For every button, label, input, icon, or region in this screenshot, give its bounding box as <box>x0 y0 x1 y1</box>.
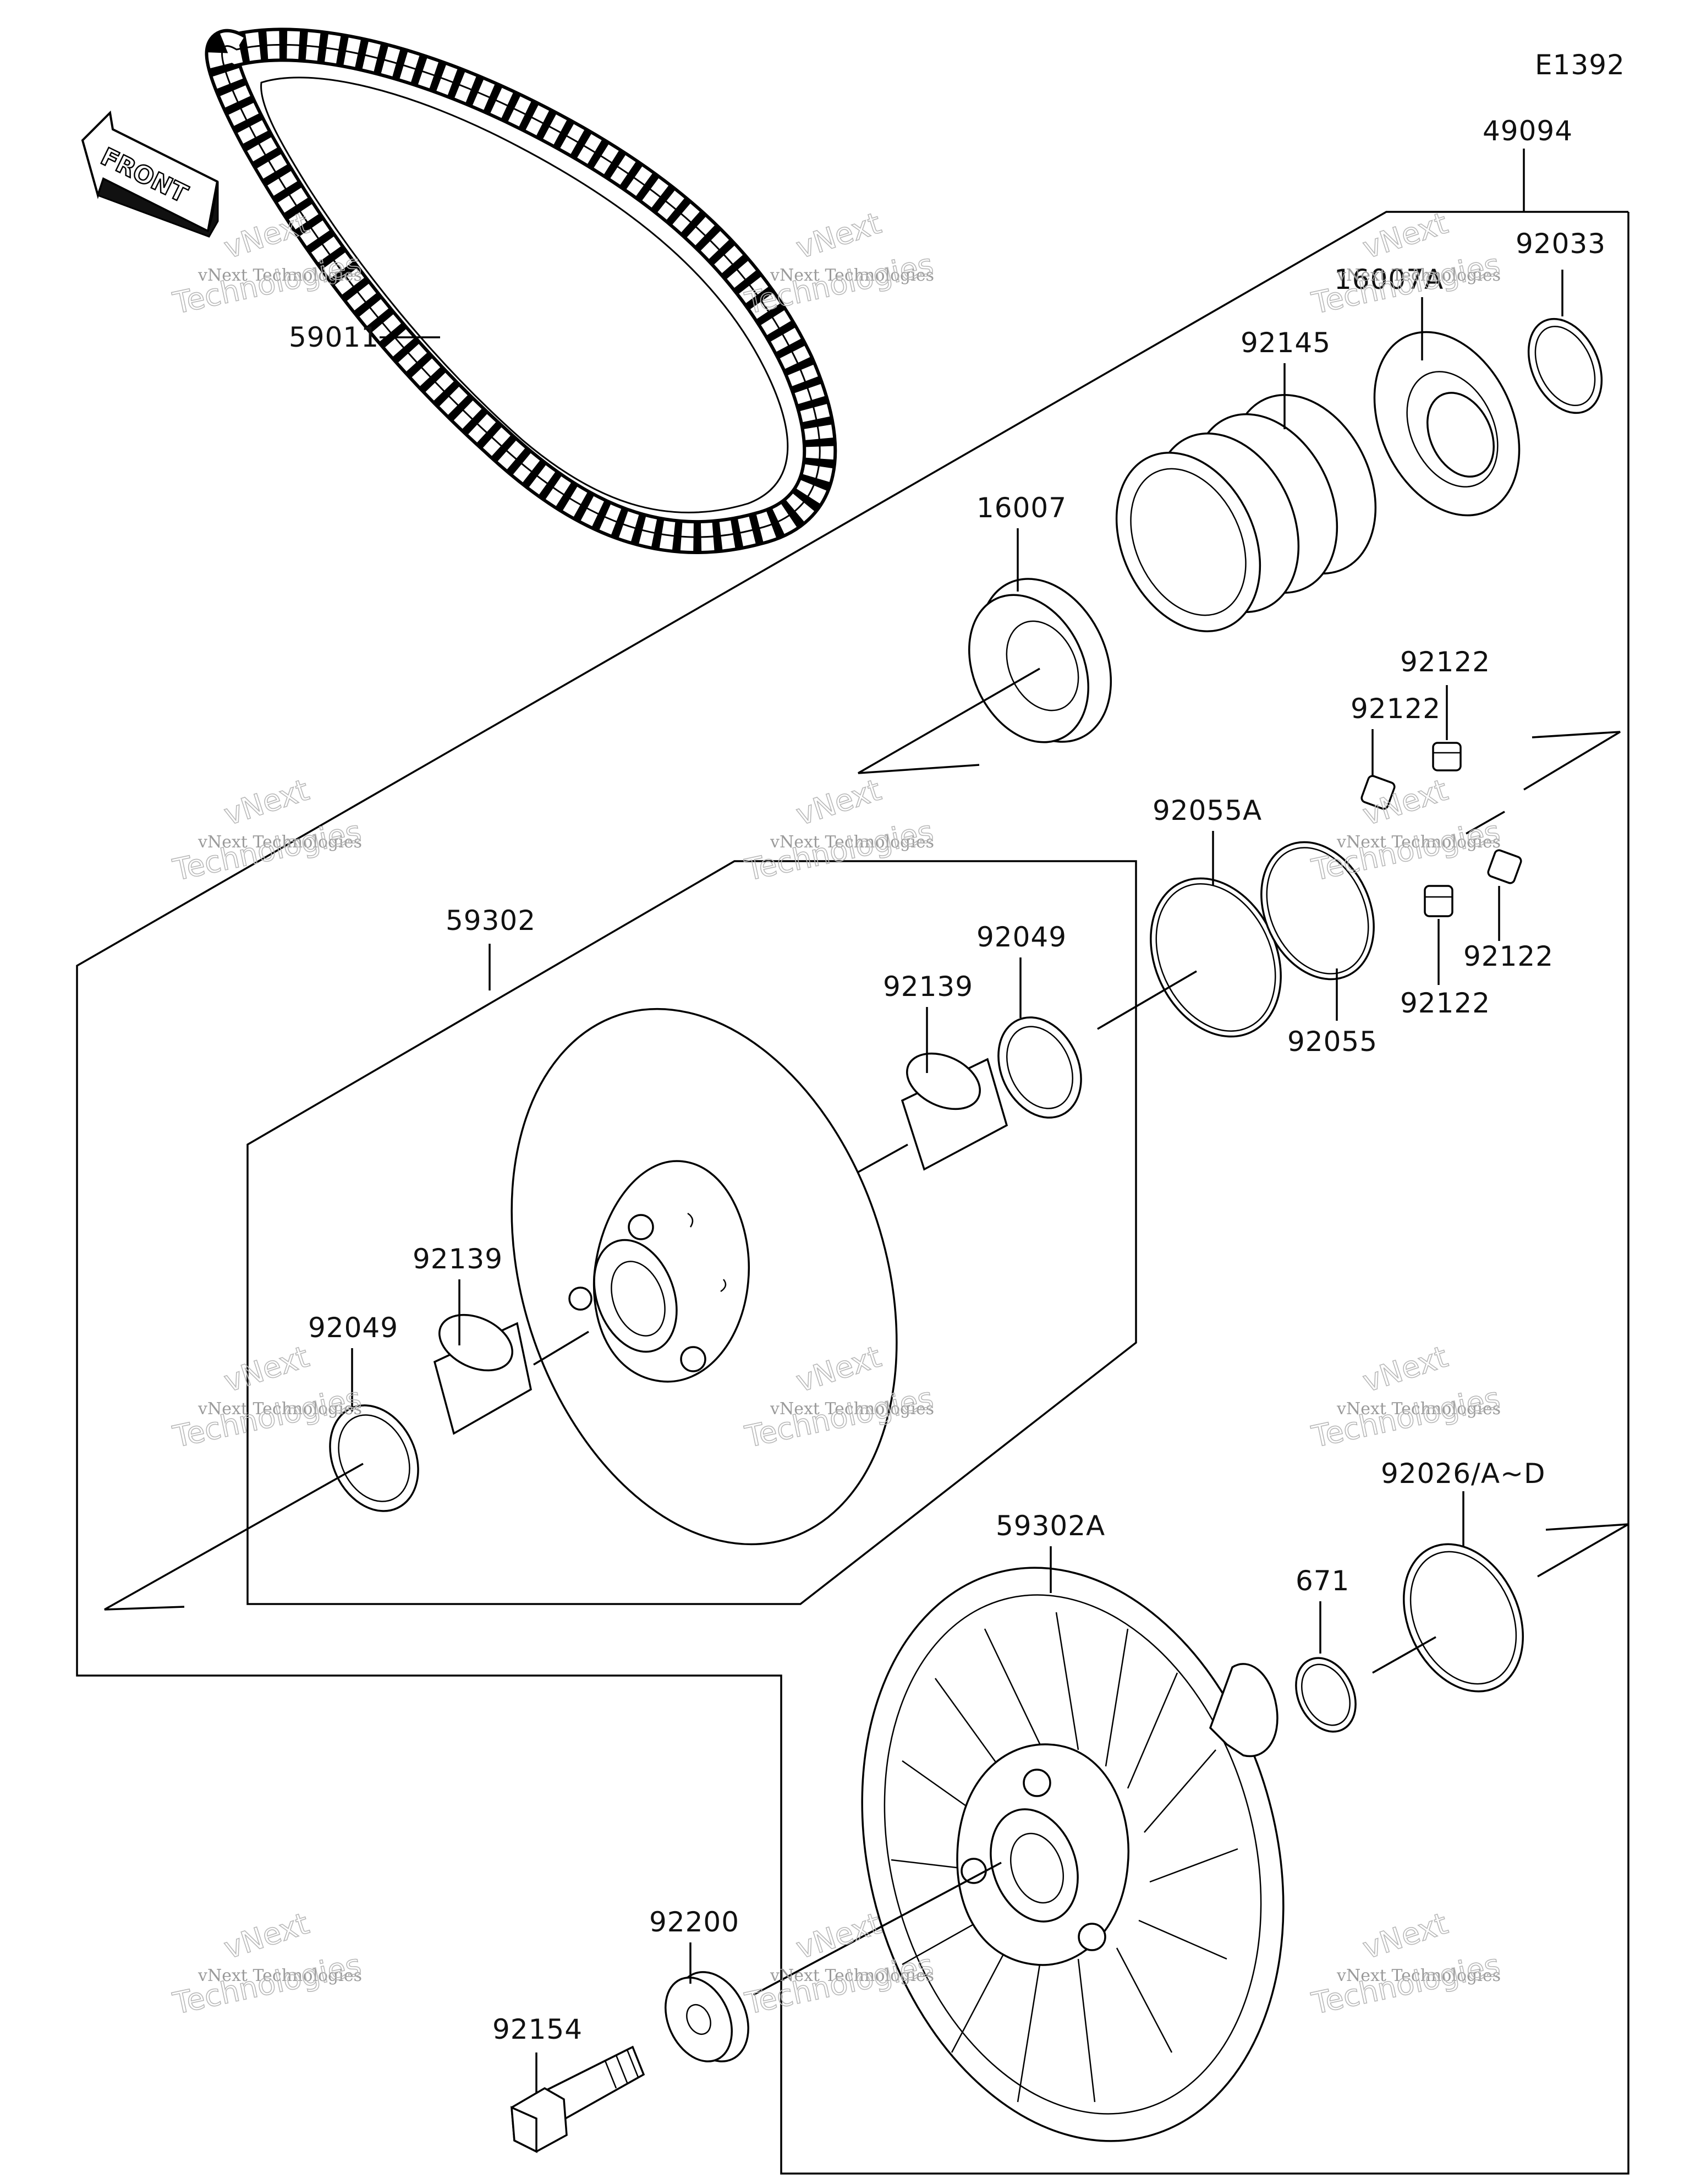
axis-line-sliders-top <box>1523 731 1621 791</box>
seal-92049-lower <box>329 1404 419 1512</box>
watermark-text: vNext Technologies <box>1336 833 1501 852</box>
watermark-company-text: Technologies <box>742 247 936 321</box>
watermark-company-text: Technologies <box>1309 247 1503 321</box>
watermark-text: vNext Technologies <box>770 266 934 285</box>
watermark-text: vNext Technologies <box>770 1399 934 1419</box>
watermark-brand-text: vNext <box>1359 1339 1452 1399</box>
label-92139-upper: 92139 <box>883 971 973 1003</box>
label-92026: 92026/A~D <box>1381 1458 1546 1490</box>
axis-line-shim <box>1537 1523 1629 1578</box>
sheave-59302a <box>861 1567 1285 2142</box>
label-92049-lower: 92049 <box>308 1312 398 1344</box>
shim-92026 <box>1403 1543 1524 1693</box>
watermark-company-text: Technologies <box>170 1947 364 2021</box>
sheave-outline-59302 <box>246 860 1137 1605</box>
sheave-59302 <box>511 1008 898 1546</box>
bolt-92154 <box>511 2045 645 2153</box>
axis-line-bushing-lower <box>533 1331 589 1366</box>
watermark-text: vNext Technologies <box>770 1966 934 1985</box>
label-671: 671 <box>1296 1565 1349 1597</box>
oring-671 <box>1295 1657 1357 1733</box>
watermark-company-text: Technologies <box>1309 814 1503 888</box>
watermark-text: vNext Technologies <box>197 833 362 852</box>
cam-16007a <box>1373 331 1521 517</box>
drive-belt <box>205 28 837 555</box>
watermark-text: vNext Technologies <box>1336 266 1501 285</box>
label-59302a: 59302A <box>996 1510 1105 1542</box>
label-92049-upper: 92049 <box>976 921 1067 953</box>
label-92200: 92200 <box>649 1906 739 1938</box>
watermark-company-text: Technologies <box>170 247 364 321</box>
axis-line-orings <box>1097 970 1197 1030</box>
label-16007: 16007 <box>976 492 1067 524</box>
watermark-brand-text: vNext <box>792 206 886 266</box>
axis-line-bushing-upper <box>858 1143 908 1173</box>
seal-92049-upper <box>997 1016 1082 1119</box>
watermark-text: vNext Technologies <box>197 1399 362 1419</box>
watermark-text: vNext Technologies <box>770 833 934 852</box>
washer-92200 <box>665 1971 749 2062</box>
bushing-92139-upper <box>901 1052 1008 1171</box>
watermark-text: vNext Technologies <box>1336 1966 1501 1985</box>
cam-16007 <box>968 578 1112 743</box>
watermark-text: vNext Technologies <box>197 266 362 285</box>
label-92122-1: 92122 <box>1400 646 1490 678</box>
watermark-company-text: Technologies <box>742 814 936 888</box>
slider-92122-2 <box>1360 775 1396 810</box>
snap-ring-92033 <box>1527 318 1603 414</box>
label-59011: 59011 <box>289 321 379 353</box>
label-16007a: 16007A <box>1334 264 1444 295</box>
watermark-brand-text: vNext <box>220 1339 314 1399</box>
watermark-brand-text: vNext <box>792 773 886 833</box>
oring-92055a <box>1150 877 1282 1038</box>
watermark-text: vNext Technologies <box>197 1966 362 1985</box>
diagram-code: E1392 <box>1535 49 1625 81</box>
label-92122-3: 92122 <box>1463 940 1554 972</box>
watermark-brand-text: vNext <box>1359 1906 1452 1966</box>
watermark-company-text: Technologies <box>170 814 364 888</box>
spring-92145 <box>1115 394 1377 632</box>
label-49094: 49094 <box>1483 115 1573 147</box>
label-92055a: 92055A <box>1153 795 1262 826</box>
axis-line-lower <box>104 1463 364 1611</box>
watermark-text: vNext Technologies <box>1336 1399 1501 1419</box>
watermark-brand-text: vNext <box>220 206 314 266</box>
axis-line-671 <box>1372 1636 1436 1674</box>
axis-line-upper <box>858 667 1040 774</box>
axis-line-washer <box>753 1862 1002 1996</box>
slider-92122-1 <box>1432 742 1462 771</box>
watermark-brand-text: vNext <box>792 1906 886 1966</box>
watermark-company-text: Technologies <box>1309 1947 1503 2021</box>
label-92139-lower: 92139 <box>413 1243 503 1275</box>
label-92033: 92033 <box>1516 228 1606 260</box>
label-92145: 92145 <box>1241 327 1331 359</box>
label-59302: 59302 <box>446 905 536 937</box>
bushing-92139-lower <box>433 1313 532 1435</box>
axis-line-sliders-mid <box>1466 811 1505 835</box>
watermark-brand-text: vNext <box>220 773 314 833</box>
label-92122-4: 92122 <box>1400 987 1490 1019</box>
oring-92055 <box>1260 841 1375 981</box>
slider-92122-4 <box>1424 885 1453 917</box>
label-92154: 92154 <box>492 2013 583 2045</box>
front-arrow-icon: FRONT <box>81 110 219 238</box>
watermark-brand-text: vNext <box>1359 206 1452 266</box>
watermark-company-text: Technologies <box>1309 1381 1503 1454</box>
watermark-company-text: Technologies <box>742 1947 936 2021</box>
label-92122-2: 92122 <box>1351 693 1441 725</box>
slider-92122-3 <box>1487 849 1522 884</box>
assembly-outline-49094 <box>76 211 1629 2175</box>
watermark-brand-text: vNext <box>220 1906 314 1966</box>
label-92055: 92055 <box>1287 1026 1378 1058</box>
